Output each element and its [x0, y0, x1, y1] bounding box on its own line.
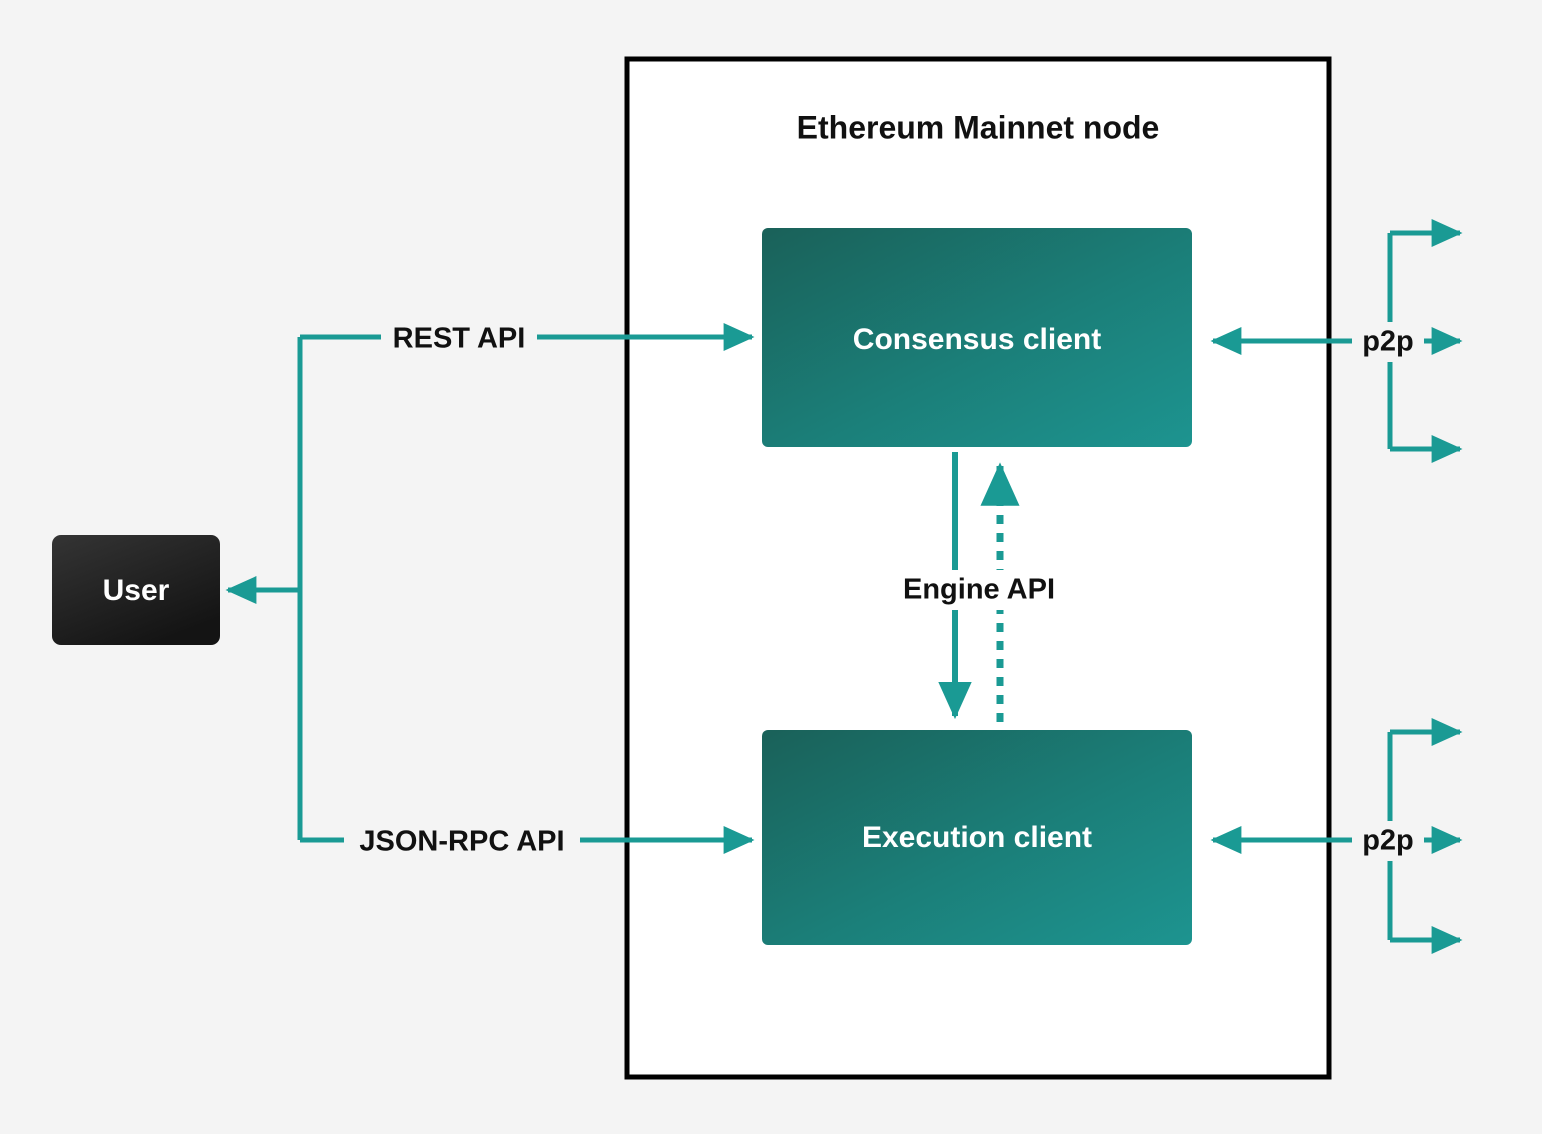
execution-client-label: Execution client — [862, 821, 1092, 854]
user-node-label: User — [103, 574, 170, 607]
p2p-consensus-label: p2p — [1362, 326, 1414, 358]
json-rpc-api-label: JSON-RPC API — [359, 826, 564, 858]
p2p-execution-label-backdrop — [1352, 821, 1424, 861]
execution-client-node[interactable] — [762, 730, 1192, 945]
rest-api-label-backdrop — [381, 318, 537, 358]
engine-api-label-backdrop — [891, 570, 1068, 610]
p2p-consensus-label-backdrop — [1352, 322, 1424, 362]
json-rpc-api-label-backdrop — [344, 821, 580, 861]
container-title: Ethereum Mainnet node — [797, 109, 1160, 145]
user-node[interactable] — [52, 535, 220, 645]
consensus-client-node[interactable] — [762, 228, 1192, 447]
rest-api-label: REST API — [393, 323, 526, 355]
consensus-client-label: Consensus client — [853, 323, 1101, 356]
p2p-execution-label: p2p — [1362, 825, 1414, 857]
engine-api-label: Engine API — [903, 574, 1055, 606]
